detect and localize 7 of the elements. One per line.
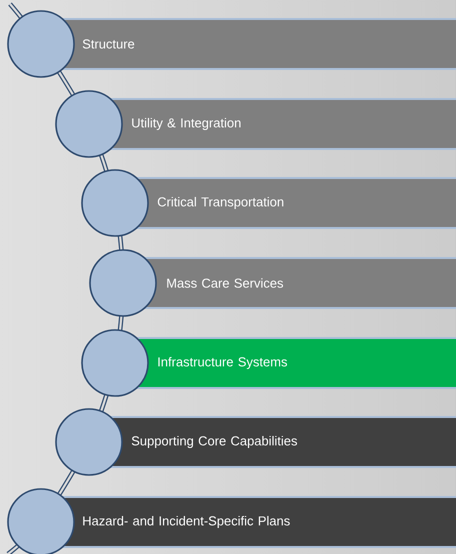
category-bar: Mass Care Services <box>89 249 456 317</box>
category-bar: Hazard- and Incident-Specific Plans <box>7 488 456 554</box>
category-bar: Supporting Core Capabilities <box>55 408 456 476</box>
category-bar: Utility & Integration <box>55 90 456 158</box>
category-bar: Infrastructure Systems <box>81 329 456 397</box>
category-bar: Critical Transportation <box>81 169 456 237</box>
category-bar: Structure <box>7 10 456 78</box>
